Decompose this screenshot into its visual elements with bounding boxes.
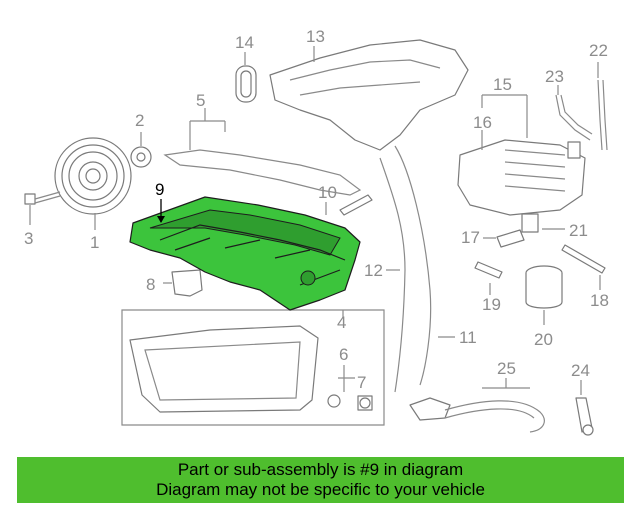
callout-17[interactable]: 17 <box>461 228 480 247</box>
callout-11[interactable]: 11 <box>459 328 477 347</box>
callout-24[interactable]: 24 <box>571 361 590 380</box>
callout-8[interactable]: 8 <box>146 275 155 294</box>
callout-9[interactable]: 9 <box>155 180 164 199</box>
info-banner: Part or sub-assembly is #9 in diagram Di… <box>17 457 624 503</box>
part-10-sensor <box>325 194 373 216</box>
part-4-oil-pan <box>121 309 385 426</box>
part-14-seal <box>235 52 257 103</box>
callout-13[interactable]: 13 <box>306 27 325 46</box>
part-13-intake-manifold <box>269 39 469 151</box>
banner-line-2: Diagram may not be specific to your vehi… <box>156 480 485 499</box>
callout-14[interactable]: 14 <box>235 33 254 52</box>
part-17-bolt <box>483 229 525 248</box>
part-21-sensor <box>521 213 565 233</box>
callout-15[interactable]: 15 <box>493 75 512 94</box>
parts-diagram: 1 2 3 4 5 6 7 <box>24 27 609 436</box>
part-6-7-drain-plug <box>327 365 373 411</box>
callout-20[interactable]: 20 <box>534 330 553 349</box>
callout-6[interactable]: 6 <box>339 345 348 364</box>
part-11-12-dipstick <box>379 145 455 393</box>
part-22-tube <box>597 62 608 151</box>
part-15-oil-cooler <box>457 94 586 216</box>
part-2-washer <box>130 132 152 168</box>
part-18-stud <box>561 244 606 290</box>
callout-12[interactable]: 12 <box>364 261 383 280</box>
part-19-stud <box>474 261 503 295</box>
callout-2[interactable]: 2 <box>135 111 144 130</box>
callout-18[interactable]: 18 <box>590 291 609 310</box>
part-8-bracket <box>163 269 203 297</box>
part-23-hose <box>555 85 593 141</box>
callout-7[interactable]: 7 <box>357 373 366 392</box>
callout-4[interactable]: 4 <box>337 313 346 332</box>
part-9-highlighted[interactable] <box>129 196 361 311</box>
callout-19[interactable]: 19 <box>482 295 501 314</box>
part-25-hose-assembly <box>409 378 545 433</box>
callout-21[interactable]: 21 <box>569 221 588 240</box>
part-20-oil-filter <box>525 265 563 325</box>
part-3-bolt <box>24 191 61 225</box>
callout-25[interactable]: 25 <box>497 359 516 378</box>
banner-line-1: Part or sub-assembly is #9 in diagram <box>177 460 464 479</box>
callout-1[interactable]: 1 <box>90 233 99 252</box>
part-5-gasket <box>163 108 362 196</box>
part-1-crank-pulley <box>54 137 132 230</box>
callout-23[interactable]: 23 <box>545 67 564 86</box>
callout-16[interactable]: 16 <box>473 113 492 132</box>
callout-10[interactable]: 10 <box>318 183 337 202</box>
callout-5[interactable]: 5 <box>196 91 205 110</box>
part-24-sensor <box>575 380 594 436</box>
callout-22[interactable]: 22 <box>589 41 608 60</box>
callout-3[interactable]: 3 <box>24 229 33 248</box>
